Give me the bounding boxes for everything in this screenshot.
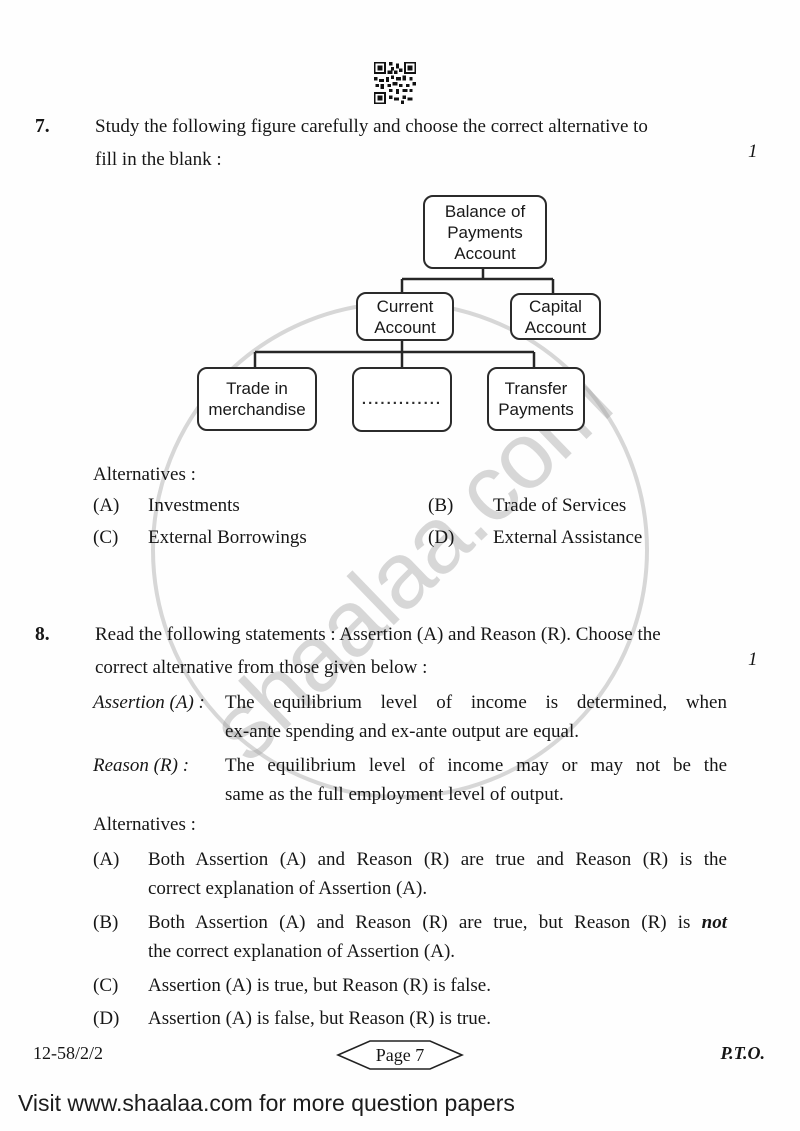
q8-option-a-line1: Both Assertion (A) and Reason (R) are tr… [148,849,727,870]
diagram-box-current-account: Current Account [356,292,454,341]
q7-text: Study the following figure carefully and… [95,110,735,176]
q8-number: 8. [35,624,50,645]
q8-option-b-line1-bold: not [701,912,727,933]
q7-alternatives-label: Alternatives : [93,464,196,485]
page-badge-shape [336,1040,464,1070]
q7-option-c-text: External Borrowings [148,527,307,548]
diagram-box-capital-account: Capital Account [510,293,601,340]
q8-option-a-text: Both Assertion (A) and Reason (R) are tr… [148,845,727,903]
q8-alternatives-label: Alternatives : [93,814,196,835]
q7-diagram: Balance of Payments Account Current Acco… [0,190,800,435]
assertion-line2: ex-ante spending and ex-ante output are … [225,721,579,742]
q8-option-b-text: Both Assertion (A) and Reason (R) are tr… [148,908,727,966]
q7-option-d-label: (D) [428,527,455,548]
diagram-box-blank: ............. [352,367,452,432]
q7-option-b-text: Trade of Services [493,495,627,516]
diagram-box-balance-of-payments: Balance of Payments Account [423,195,547,269]
q7-text-line1: Study the following figure carefully and… [95,116,648,137]
q8-option-b-line2: the correct explanation of Assertion (A)… [148,941,456,962]
reason-text: The equilibrium level of income may or m… [225,751,727,809]
assertion-line1: The equilibrium level of income is deter… [225,692,727,713]
q8-text: Read the following statements : Assertio… [95,618,735,684]
q7-option-b-label: (B) [428,495,454,516]
page-badge: Page 7 [375,1045,425,1065]
q8-option-b-line1-main: Both Assertion (A) and Reason (R) are tr… [148,912,702,933]
paper-code: 12-58/2/2 [33,1043,103,1063]
q8-option-b-line1: Both Assertion (A) and Reason (R) are tr… [148,908,727,937]
q8-option-c-label: (C) [93,975,119,996]
qr-code [374,62,416,104]
pto-label: P.T.O. [720,1043,765,1063]
q7-option-a-text: Investments [148,495,240,516]
assertion-text: The equilibrium level of income is deter… [225,688,727,746]
assertion-label: Assertion (A) : [93,692,205,713]
q8-option-b-label: (B) [93,912,119,933]
diagram-box-transfer-payments: Transfer Payments [487,367,585,431]
reason-line2: same as the full employment level of out… [225,784,564,805]
q8-text-line2: correct alternative from those given bel… [95,657,428,678]
q7-option-a-label: (A) [93,495,120,516]
q8-option-d-line1: Assertion (A) is false, but Reason (R) i… [148,1008,491,1029]
q7-number: 7. [35,116,50,137]
q8-option-a-line2: correct explanation of Assertion (A). [148,878,428,899]
reason-line1: The equilibrium level of income may or m… [225,755,727,776]
q7-marks: 1 [748,141,758,162]
q7-text-line2: fill in the blank : [95,149,222,170]
reason-label: Reason (R) : [93,755,190,776]
diagram-connectors [253,265,555,368]
q8-option-c-line1: Assertion (A) is true, but Reason (R) is… [148,975,491,996]
q8-marks: 1 [748,649,758,670]
diagram-box-trade-in-merchandise: Trade in merchandise [197,367,317,431]
q8-text-line1: Read the following statements : Assertio… [95,624,661,645]
q7-option-d-text: External Assistance [493,527,643,548]
q7-option-c-label: (C) [93,527,119,548]
q8-option-a-label: (A) [93,849,120,870]
blank-dots: ............. [361,391,443,408]
site-banner: Visit www.shaalaa.com for more question … [18,1090,515,1116]
q8-option-d-label: (D) [93,1008,120,1029]
